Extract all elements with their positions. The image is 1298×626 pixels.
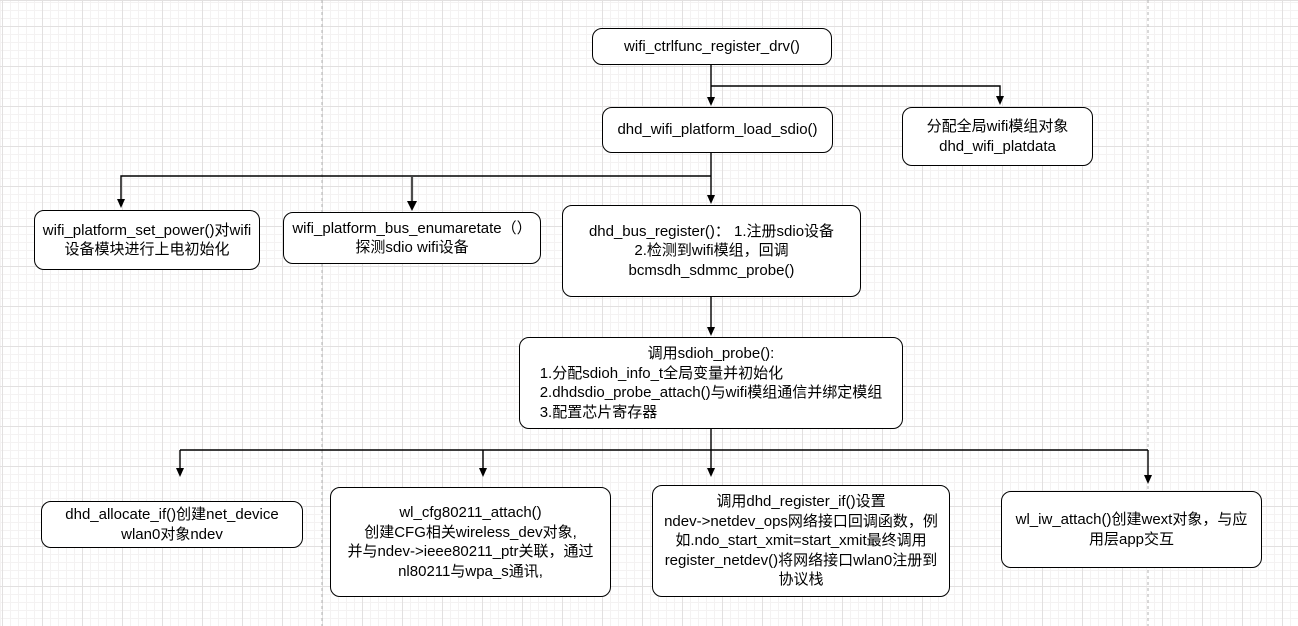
node-sdioh-probe-body: 1.分配sdioh_info_t全局变量并初始化 2.dhdsdio_probe…: [539, 364, 883, 421]
node-wl-iw-attach[interactable]: wl_iw_attach()创建wext对象，与应 用层app交互: [1001, 491, 1262, 568]
node-sdioh-probe[interactable]: 调用sdioh_probe(): 1.分配sdioh_info_t全局变量并初始…: [519, 337, 903, 429]
arrowhead: [707, 327, 715, 336]
arrowhead: [407, 201, 417, 211]
arrowhead: [707, 97, 715, 106]
arrowhead: [996, 96, 1004, 105]
node-sdioh-probe-title: 调用sdioh_probe():: [647, 345, 775, 362]
arrowhead: [1144, 475, 1152, 484]
arrowhead: [117, 199, 125, 208]
node-wifi-ctrlfunc-register-drv[interactable]: wifi_ctrlfunc_register_drv(): [592, 28, 832, 65]
arrowhead: [176, 468, 184, 477]
edge-load-sdio-to-bus-register[interactable]: [707, 153, 715, 204]
edge-sdioh-probe-fanout[interactable]: [176, 429, 1152, 484]
edge-ctrlfunc-to-load-sdio[interactable]: [707, 65, 715, 106]
arrowhead: [479, 468, 487, 477]
arrowhead: [707, 468, 715, 477]
node-dhd-wifi-platform-load-sdio[interactable]: dhd_wifi_platform_load_sdio(): [602, 107, 833, 153]
node-dhd-allocate-if[interactable]: dhd_allocate_if()创建net_device wlan0对象nde…: [41, 501, 303, 548]
node-dhd-register-if[interactable]: 调用dhd_register_if()设置 ndev->netdev_ops网络…: [652, 485, 950, 597]
edge-load-sdio-to-bus-enum[interactable]: [407, 177, 417, 211]
edge-ctrlfunc-to-platdata[interactable]: [711, 85, 1004, 105]
node-wifi-platform-bus-enumaretate[interactable]: wifi_platform_bus_enumaretate（） 探测sdio w…: [283, 212, 541, 264]
node-wl-cfg80211-attach[interactable]: wl_cfg80211_attach() 创建CFG相关wireless_dev…: [330, 487, 611, 597]
node-dhd-bus-register[interactable]: dhd_bus_register()： 1.注册sdio设备 2.检测到wifi…: [562, 205, 861, 297]
edge-bus-register-to-sdioh-probe[interactable]: [707, 297, 715, 336]
node-dhd-wifi-platdata[interactable]: 分配全局wifi模组对象 dhd_wifi_platdata: [902, 107, 1093, 166]
edge-load-sdio-to-set-power[interactable]: [117, 175, 711, 208]
arrowhead: [707, 195, 715, 204]
node-wifi-platform-set-power[interactable]: wifi_platform_set_power()对wifi 设备模块进行上电初…: [34, 210, 260, 270]
